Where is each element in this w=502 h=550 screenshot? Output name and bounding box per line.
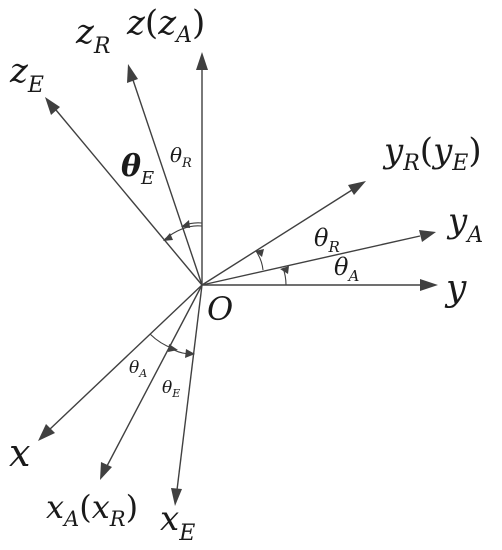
thetaA-lower-label: θA [129, 358, 147, 380]
thetaA-right-label: θA [334, 253, 359, 285]
x-axis-arrowhead [38, 424, 55, 441]
thetaA-lower-arc-arrowhead [168, 344, 178, 352]
xA-axis-arrowhead [100, 462, 112, 480]
y-axis-arrowhead [420, 279, 438, 291]
y-axis-label: y [444, 268, 467, 309]
zR-axis-arrowhead [127, 64, 138, 83]
z-axis-arrowhead [196, 52, 208, 70]
angle-arcs-group [149, 220, 289, 358]
xE-axis-line [176, 284, 203, 491]
xE-axis-arrowhead [171, 488, 182, 506]
xE-axis-label: xE [160, 499, 195, 546]
zE-axis-arrowhead [45, 97, 60, 115]
yA-axis-label: yA [446, 201, 483, 248]
thetaR-right-arc-arrowhead [255, 249, 264, 257]
xA-axis-label: xA(xR) [46, 488, 138, 531]
axis-labels-group: z(zA) zR zE yR(yE) yA y O x xA(xR) xE [9, 3, 483, 546]
thetaR-upper-label: θR [170, 143, 192, 171]
x-axis-label: x [9, 431, 30, 475]
zR-axis-line [132, 79, 203, 286]
thetaE-lower-arc-arrowhead [185, 349, 195, 358]
yR-axis-line [201, 189, 353, 286]
yR-axis-arrowhead [348, 181, 366, 195]
thetaE-upper-label: θE [121, 149, 154, 189]
x-axis-line [48, 284, 203, 431]
thetaA-right-arc-arrowhead [280, 266, 289, 274]
xA-axis-line [106, 284, 203, 467]
thetaE-upper-arc-arrowhead [163, 233, 173, 241]
yA-axis-arrowhead [419, 230, 436, 242]
thetaE-lower-label: θE [162, 378, 180, 400]
yR-axis-label: yR(yE) [382, 131, 482, 176]
origin-label: O [207, 290, 233, 328]
yA-axis-line [201, 235, 421, 286]
zR-axis-label: zR [75, 12, 111, 59]
z-axis-label: z(zA) [126, 3, 205, 48]
zE-axis-label: zE [9, 51, 44, 98]
thetaR-right-label: θR [314, 224, 340, 256]
angle-labels-group: θR θE θR θA θA θE [121, 143, 359, 400]
thetaR-upper-arc-arrowhead [181, 220, 190, 228]
zE-axis-line [55, 109, 203, 286]
axes-group [38, 52, 438, 506]
